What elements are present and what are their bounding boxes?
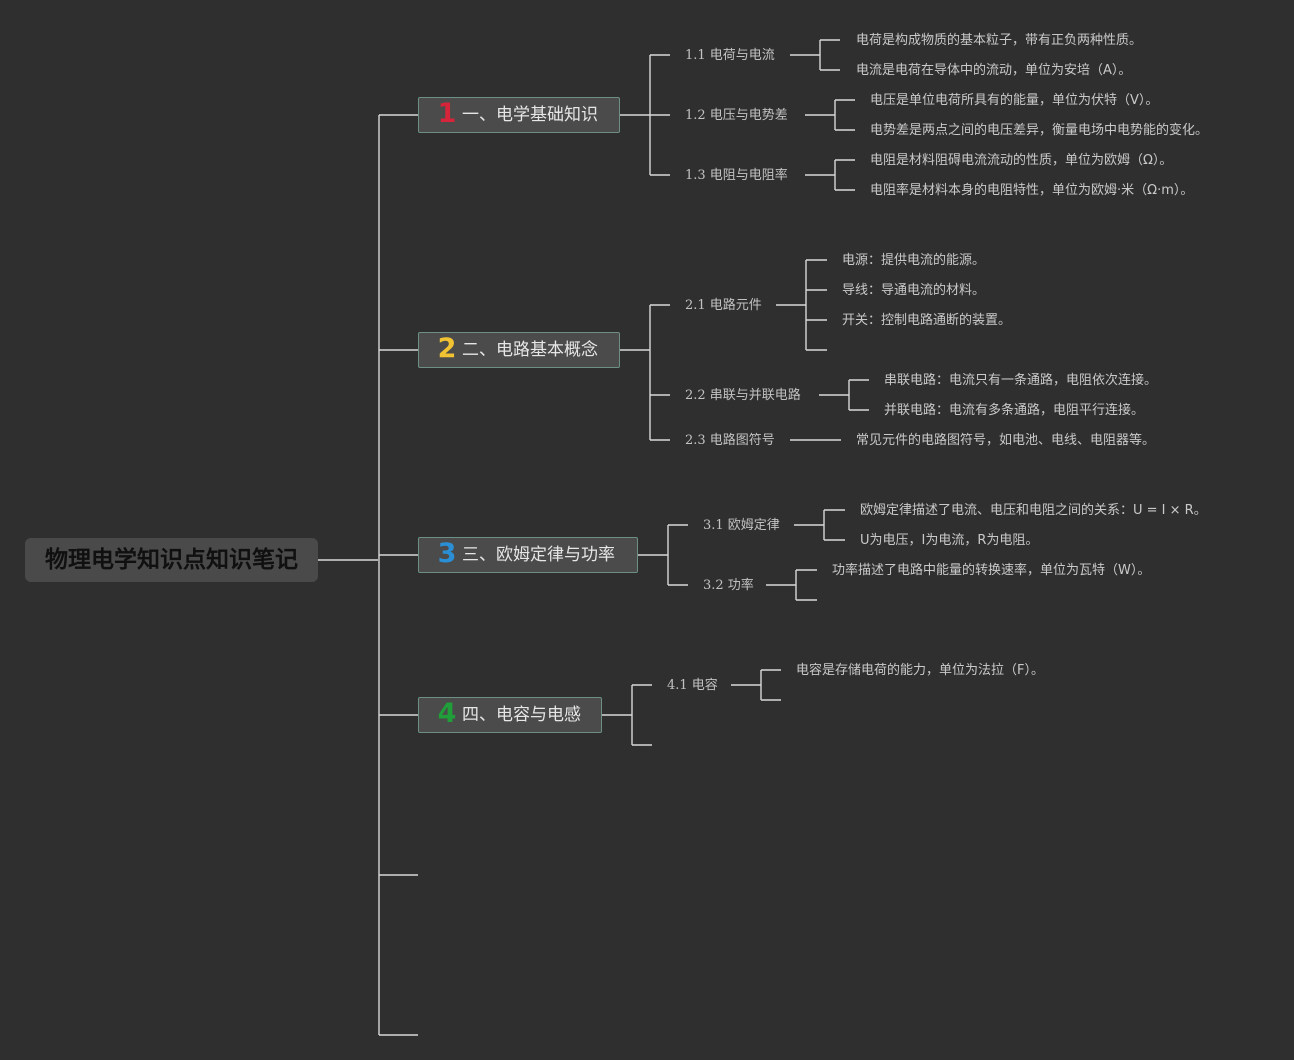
branch-number-3: 3 (437, 538, 457, 569)
leaf-1-1-1[interactable]: 电荷是构成物质的基本粒子，带有正负两种性质。 (856, 33, 1143, 48)
subtopic-3-2[interactable]: 3.2 功率 (703, 578, 754, 593)
leaf-2-1-1[interactable]: 电源：提供电流的能源。 (842, 253, 986, 268)
branch-number-2: 2 (437, 333, 457, 364)
leaf-2-3-1[interactable]: 常见元件的电路图符号，如电池、电线、电阻器等。 (856, 433, 1156, 448)
subtopic-3-1[interactable]: 3.1 欧姆定律 (703, 518, 780, 533)
branch-label-4: 四、电容与电感 (462, 705, 581, 725)
branch-number-1: 1 (437, 98, 457, 129)
subtopic-4-1[interactable]: 4.1 电容 (667, 678, 718, 693)
leaf-1-2-1[interactable]: 电压是单位电荷所具有的能量，单位为伏特（V）。 (870, 93, 1159, 108)
subtopic-1-3[interactable]: 1.3 电阻与电阻率 (685, 168, 788, 183)
branch-number-4: 4 (437, 698, 457, 729)
root-title: 物理电学知识点知识笔记 (45, 547, 298, 573)
leaf-1-3-2[interactable]: 电阻率是材料本身的电阻特性，单位为欧姆·米（Ω·m）。 (870, 183, 1194, 198)
branch-label-1: 一、电学基础知识 (462, 105, 598, 125)
subtopic-2-1[interactable]: 2.1 电路元件 (685, 298, 762, 313)
leaf-4-1-1[interactable]: 电容是存储电荷的能力，单位为法拉（F）。 (796, 663, 1044, 678)
leaf-2-2-2[interactable]: 并联电路：电流有多条通路，电阻平行连接。 (884, 403, 1145, 418)
subtopic-1-1[interactable]: 1.1 电荷与电流 (685, 48, 775, 63)
leaf-2-1-2[interactable]: 导线：导通电流的材料。 (842, 283, 986, 298)
subtopic-2-3[interactable]: 2.3 电路图符号 (685, 433, 775, 448)
branch-label-3: 三、欧姆定律与功率 (462, 545, 615, 565)
subtopic-2-2[interactable]: 2.2 串联与并联电路 (685, 388, 801, 403)
leaf-2-2-1[interactable]: 串联电路：电流只有一条通路，电阻依次连接。 (884, 373, 1158, 388)
subtopic-1-2[interactable]: 1.2 电压与电势差 (685, 108, 788, 123)
leaf-1-3-1[interactable]: 电阻是材料阻碍电流流动的性质，单位为欧姆（Ω）。 (870, 153, 1173, 168)
branch-label-2: 二、电路基本概念 (462, 340, 598, 360)
leaf-1-1-2[interactable]: 电流是电荷在导体中的流动，单位为安培（A）。 (856, 63, 1132, 78)
root-topic[interactable]: 物理电学知识点知识笔记 (25, 538, 318, 582)
leaf-1-2-2[interactable]: 电势差是两点之间的电压差异，衡量电场中电势能的变化。 (870, 123, 1209, 138)
leaf-3-1-2[interactable]: U为电压，I为电流，R为电阻。 (860, 533, 1039, 548)
leaf-3-1-1[interactable]: 欧姆定律描述了电流、电压和电阻之间的关系：U = I × R。 (860, 503, 1207, 518)
leaf-2-1-3[interactable]: 开关：控制电路通断的装置。 (842, 313, 1012, 328)
leaf-3-2-1[interactable]: 功率描述了电路中能量的转换速率，单位为瓦特（W）。 (832, 563, 1151, 578)
